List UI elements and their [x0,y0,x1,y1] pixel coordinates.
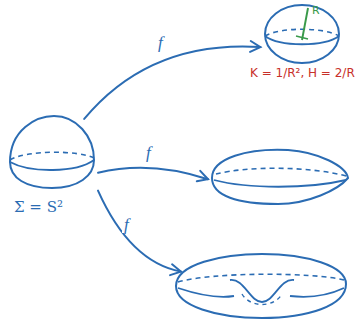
surface-outline [172,250,350,322]
dimpled-surface [172,250,350,322]
elongated-surface [208,144,352,208]
mapping-arrow [84,41,260,119]
surface-label: R [312,4,320,17]
map-label: f [122,216,131,233]
sphere-surface: Σ = S² [6,110,98,222]
surface-label: K = 1/R², H = 2/R [250,66,355,80]
map-label: f [156,34,165,51]
arrow-head [250,41,260,52]
surface-label: Σ = S² [14,198,63,216]
map-label: f [144,144,153,161]
mapping-arrow [98,191,181,276]
surface-outline [208,144,352,208]
arrow-head [170,264,181,275]
round-sphere: R K = 1/R², H = 2/R [250,2,354,84]
mapping-arrow [98,168,208,182]
arrow-head [197,171,208,181]
